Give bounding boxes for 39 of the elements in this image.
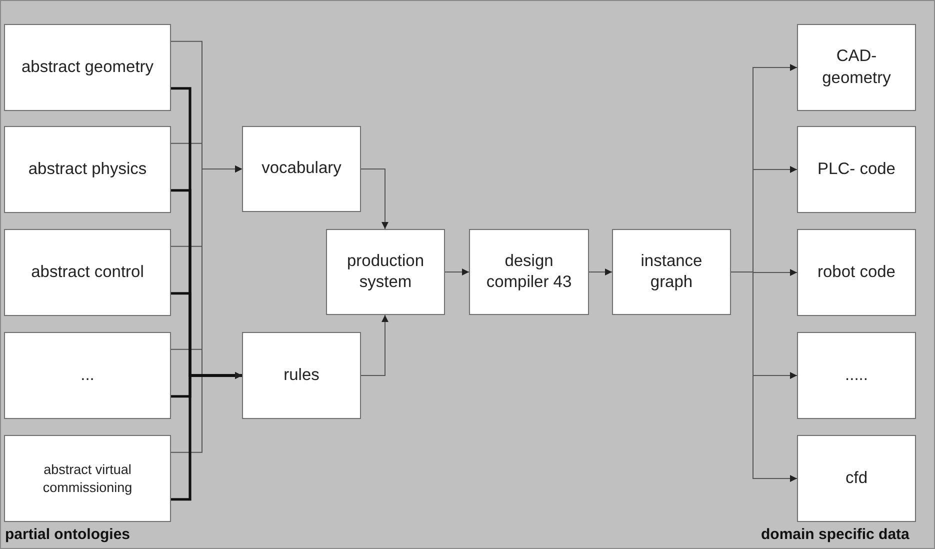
process-box <box>4 24 171 111</box>
connector-arrow <box>730 272 798 482</box>
box-label: CAD- geometry <box>821 46 892 88</box>
process-box <box>797 126 916 213</box>
process-box <box>612 229 731 315</box>
process-box <box>797 229 916 316</box>
box-label: design compiler 43 <box>485 250 573 293</box>
process-box <box>242 126 361 212</box>
box-label: abstract virtual commissioning <box>42 460 134 496</box>
process-box <box>4 435 171 522</box>
box-label: rules <box>284 364 320 386</box>
box-label: cfd <box>845 468 868 489</box>
connector-arrow <box>444 268 470 276</box>
box-label: ..... <box>845 364 868 386</box>
group-caption: partial ontologies <box>5 526 130 543</box>
process-box <box>797 24 916 111</box>
box-label: abstract control <box>31 262 144 283</box>
box-label: instance graph <box>640 250 704 293</box>
box-label: production system <box>346 250 426 293</box>
process-box <box>469 229 589 315</box>
box-label: abstract geometry <box>21 56 154 78</box>
process-box <box>242 332 361 419</box>
process-box <box>4 332 171 419</box>
process-box <box>4 229 171 316</box>
process-box <box>797 332 916 419</box>
box-label: robot code <box>818 262 896 283</box>
connector-arrow <box>588 268 612 276</box>
box-label: ... <box>80 364 94 386</box>
box-label: abstract physics <box>28 158 147 180</box>
connector-arrow <box>360 314 388 376</box>
connector-arrow <box>171 372 242 501</box>
process-box <box>797 435 916 522</box>
process-box <box>326 229 445 315</box>
group-caption: domain specific data <box>761 526 910 543</box>
connector-arrow <box>360 168 388 230</box>
box-label: vocabulary <box>262 158 342 180</box>
process-box <box>4 126 171 213</box>
connector-arrow <box>170 166 242 453</box>
box-label: PLC- code <box>818 158 896 180</box>
